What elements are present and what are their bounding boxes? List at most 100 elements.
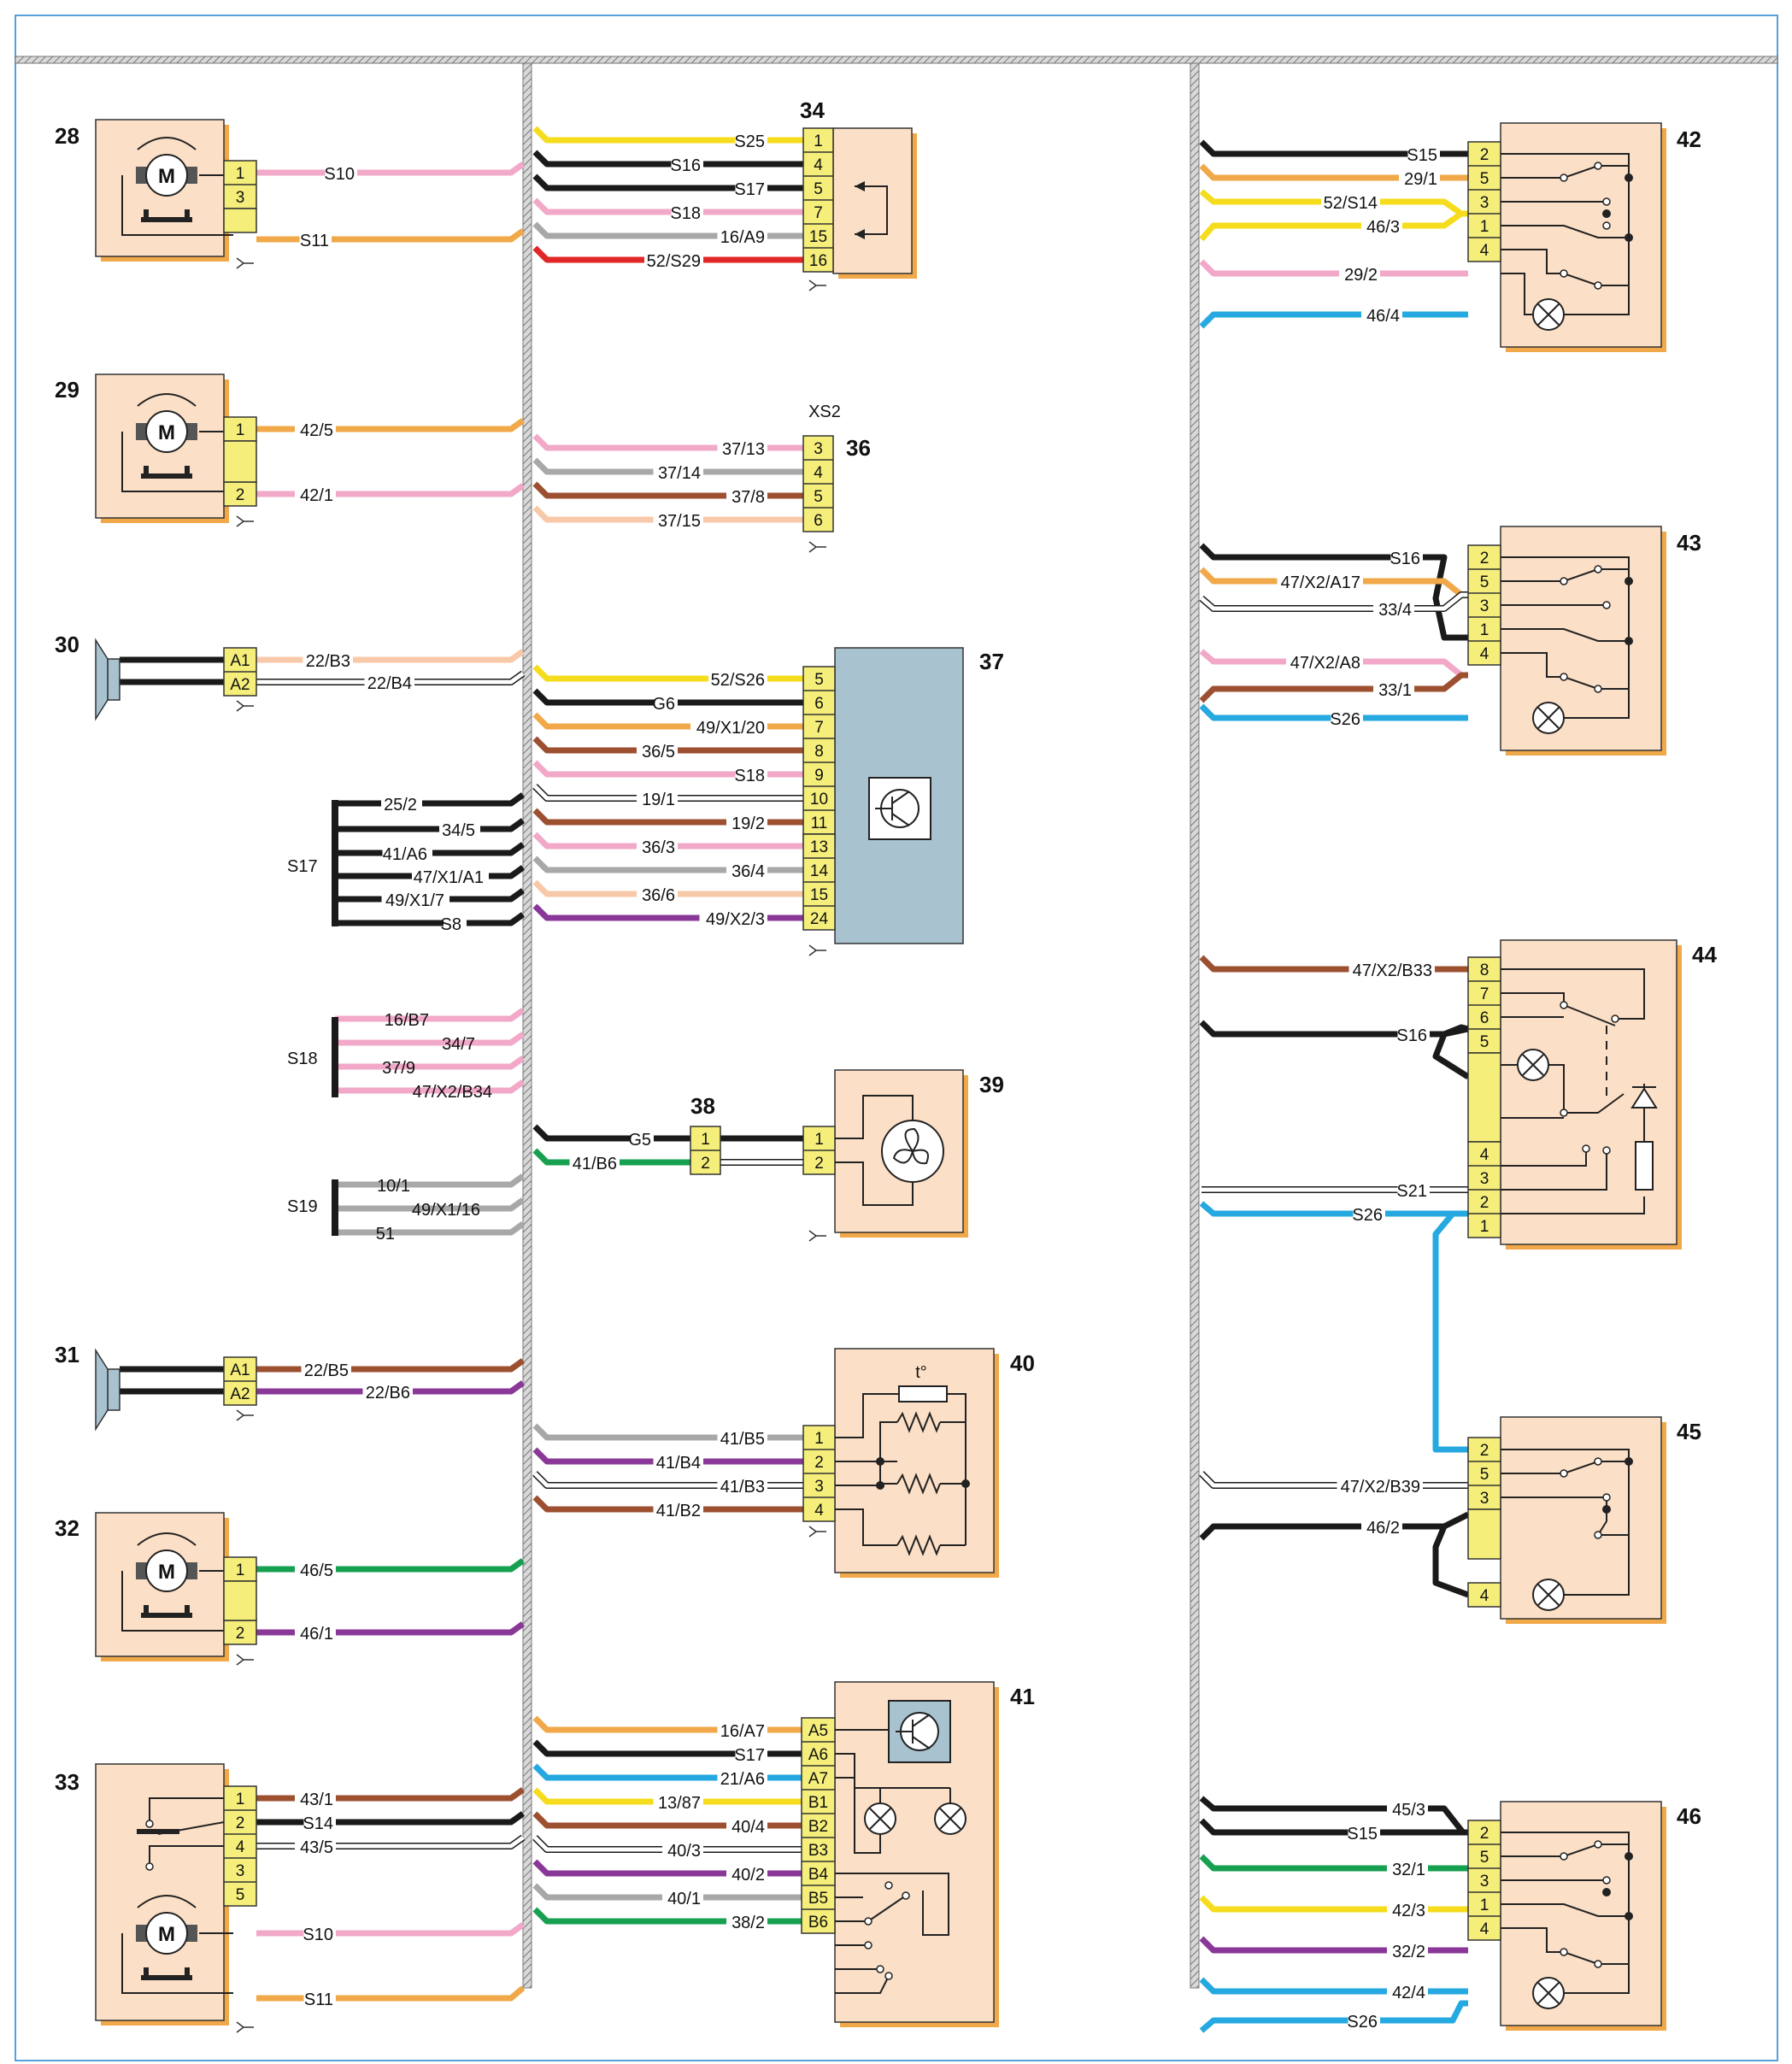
pin-number: 1 [236,165,245,183]
lamp-cross [1537,1584,1560,1606]
speaker-icon [107,1368,120,1411]
connector-symbol [808,944,826,956]
motor-icon-letter: M [158,1923,175,1946]
wire-label-bg [1387,1861,1428,1879]
pin-number: 3 [814,440,823,458]
junction-dot [876,1481,884,1490]
pin-block [1467,1582,1501,1608]
wire-31-A2 [256,1380,526,1395]
rotation-arrow-icon [137,393,197,407]
tap-label-bg [444,909,467,926]
wire-37-11 [532,808,803,826]
motor-brush [185,1562,197,1579]
pin-block [1467,1437,1501,1510]
connector-symbol [236,1654,254,1666]
wire-label-bg [717,1431,767,1448]
splice-label: S19 [287,1197,318,1216]
splice-tap [335,865,526,879]
splice-tap [335,1173,526,1188]
wire-label: 36/4 [731,862,765,881]
wire-41-B1 [532,1787,802,1805]
component-ref: 28 [55,123,79,149]
pin-block [1467,1052,1501,1143]
fan-leads [835,1095,914,1206]
contact-point [145,1862,154,1871]
component-45 [1500,1416,1662,1620]
component-35 [832,127,913,274]
wire-label: S15 [1407,146,1437,165]
pin-number: 3 [1480,1490,1489,1508]
pin-number: 2 [701,1155,710,1173]
wire-label: 46/1 [300,1625,333,1644]
switch-lever [137,1829,179,1834]
fan-blades [892,1127,929,1165]
wire-label-bg [295,1562,336,1579]
speaker-cone [95,1348,109,1432]
wire-37-13 [532,832,803,850]
pin-number: 2 [236,1814,245,1832]
pin-block [223,416,257,442]
wire-42-5 [1199,163,1468,181]
contact-point [902,1891,910,1900]
pin-number: 2 [1480,1825,1489,1843]
splice-tap-label: 37/9 [382,1059,415,1078]
component-46 [1500,1801,1662,2026]
pin-number: 6 [1480,1009,1489,1027]
wire-label-bg [735,767,767,785]
wire-41-A6 [532,1739,802,1757]
contact-point [1560,269,1568,278]
contact-point [1560,673,1568,681]
contact-point [1560,173,1568,182]
pin-number: 3 [1480,194,1489,212]
splice-tap-label: 47/X1/A1 [414,868,484,887]
connector-symbol [808,279,826,291]
pin-number: 5 [814,180,823,198]
component-ref: 38 [690,1093,715,1119]
pin-number: B5 [808,1890,828,1908]
wire-label-bg [303,653,353,670]
wire-label-bg [1387,1902,1428,1920]
pin-number: 5 [1480,1466,1489,1484]
wire-42-2 [1199,139,1468,157]
wire-label-bg [364,675,414,692]
wire-37-14 [532,856,803,873]
tap-label-bg [381,790,422,807]
wire-label-bg [671,205,703,222]
wire-label-bg [1348,1826,1380,1843]
component-ref: 42 [1677,126,1701,152]
wire-label: 22/B4 [367,674,412,693]
splice-tap [335,1079,526,1094]
lamp-leads [854,1778,951,1854]
rotation-arrow-icon [137,1895,197,1908]
wire-label: S21 [1396,1182,1427,1201]
connector-symbol [236,1409,254,1421]
wire-42-3b [1199,210,1468,242]
switch-contacts-icon [1501,1449,1630,1596]
wire-label: S18 [670,204,701,223]
wire-label: 46/2 [1366,1519,1400,1538]
pin-number: 5 [236,1886,245,1904]
splice-tap-label: 34/5 [442,821,475,840]
wire-label: S11 [304,1990,333,2009]
wire-41-B2 [532,1811,802,1829]
pin-block [802,666,836,835]
pin-number: 2 [236,1625,245,1643]
wire-label-bg [1348,962,1435,979]
wire-label: 13/87 [658,1794,701,1813]
contact-point [1560,577,1568,585]
pin-number: 11 [811,814,828,832]
wire-label-bg [662,1843,703,1860]
junction-dot [961,1479,970,1488]
right-harness-bus [1190,62,1200,1989]
junction-dot [1625,233,1633,242]
wire-label: 47/X2/A17 [1281,573,1360,592]
motor-icon [145,1912,188,1955]
component-ref: 39 [979,1072,1004,1097]
junction-dot [1625,173,1633,182]
pin-number: 3 [1480,1873,1489,1891]
pin-number: 7 [1480,985,1489,1003]
wire-34-7 [532,197,803,215]
wire-label: 37/15 [658,512,701,531]
contact-point [1594,162,1602,170]
